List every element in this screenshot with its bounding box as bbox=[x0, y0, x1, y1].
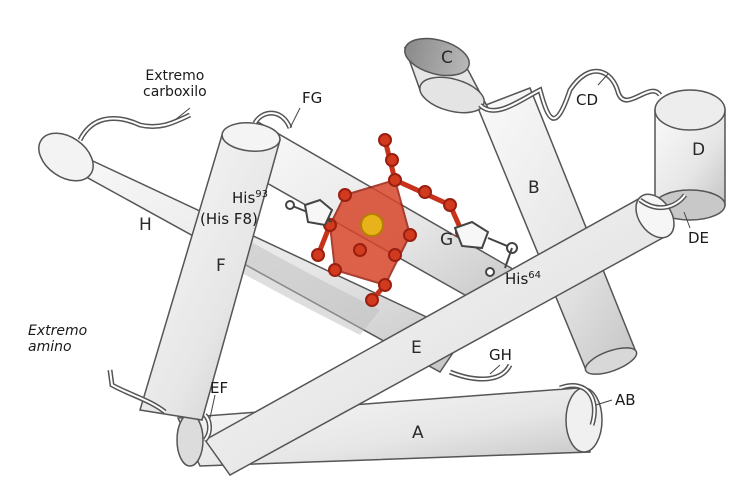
helix-c-label: C bbox=[441, 50, 453, 66]
loop-fg-label: FG bbox=[302, 90, 322, 106]
loop-gh-label: GH bbox=[489, 347, 512, 363]
helix-b-label: B bbox=[528, 180, 540, 196]
helix-g-label: G bbox=[440, 232, 453, 248]
his64-label: His64 bbox=[505, 271, 541, 287]
his93-label: His93 bbox=[232, 190, 268, 206]
helix-h-label: H bbox=[139, 217, 152, 233]
helix-a-label: A bbox=[412, 425, 424, 441]
amino-end-label: Extremo amino bbox=[28, 323, 87, 355]
loop-ab-label: AB bbox=[615, 392, 636, 408]
carboxyl-end-label: Extremo carboxilo bbox=[143, 68, 207, 100]
helix-e-label: E bbox=[411, 340, 422, 356]
helix-d-label: D bbox=[692, 142, 705, 158]
his93-alt-label: (His F8) bbox=[200, 211, 258, 227]
helix-d bbox=[655, 90, 725, 220]
helix-f-label: F bbox=[216, 258, 226, 274]
his93-residue bbox=[286, 200, 332, 225]
loop-cd-label: CD bbox=[576, 92, 598, 108]
loop-de-label: DE bbox=[688, 230, 709, 246]
loop-ef-label: EF bbox=[210, 380, 228, 396]
helix-c bbox=[401, 32, 488, 119]
